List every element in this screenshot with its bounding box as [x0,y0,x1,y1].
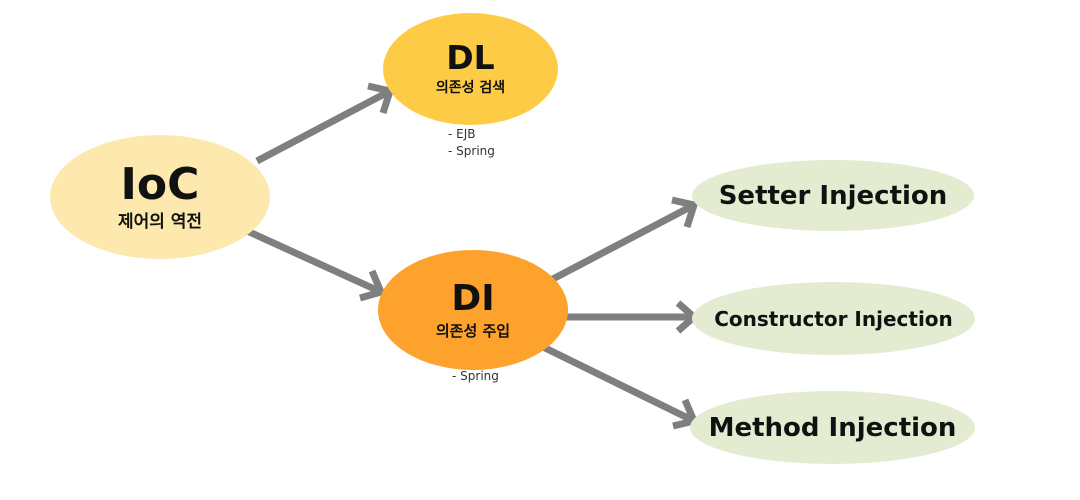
dl-note-item: - Spring [448,144,495,158]
dl-notes: - EJB - Spring [448,126,495,160]
setter-injection-label: Setter Injection [718,180,948,211]
arrow-ioc-to-di [243,226,386,302]
dl-title: DL [446,37,495,77]
ioc-node: IoC 제어의 역전 [50,135,270,259]
arrow-di-to-setter [547,196,699,285]
method-injection-label: Method Injection [708,412,957,443]
ioc-title: IoC [120,158,200,210]
arrow-di-to-method [537,341,699,430]
dl-subtitle: 의존성 검색 [435,80,506,97]
arrow-group [243,82,700,430]
di-note-item: - Spring [452,369,499,383]
dl-node: DL 의존성 검색 [383,13,558,125]
di-title: DI [451,278,495,320]
setter-injection-node: Setter Injection [692,160,974,231]
dl-note-item: - EJB [448,127,476,141]
method-injection-node: Method Injection [690,391,975,464]
di-subtitle: 의존성 주입 [435,321,511,340]
arrow-di-to-constructor [566,300,700,334]
constructor-injection-node: Constructor Injection [692,282,975,355]
di-notes: - Spring [452,368,499,385]
di-node: DI 의존성 주입 [378,250,568,370]
arrow-ioc-to-dl [255,82,395,165]
ioc-subtitle: 제어의 역전 [117,211,203,232]
constructor-injection-label: Constructor Injection [714,306,953,331]
